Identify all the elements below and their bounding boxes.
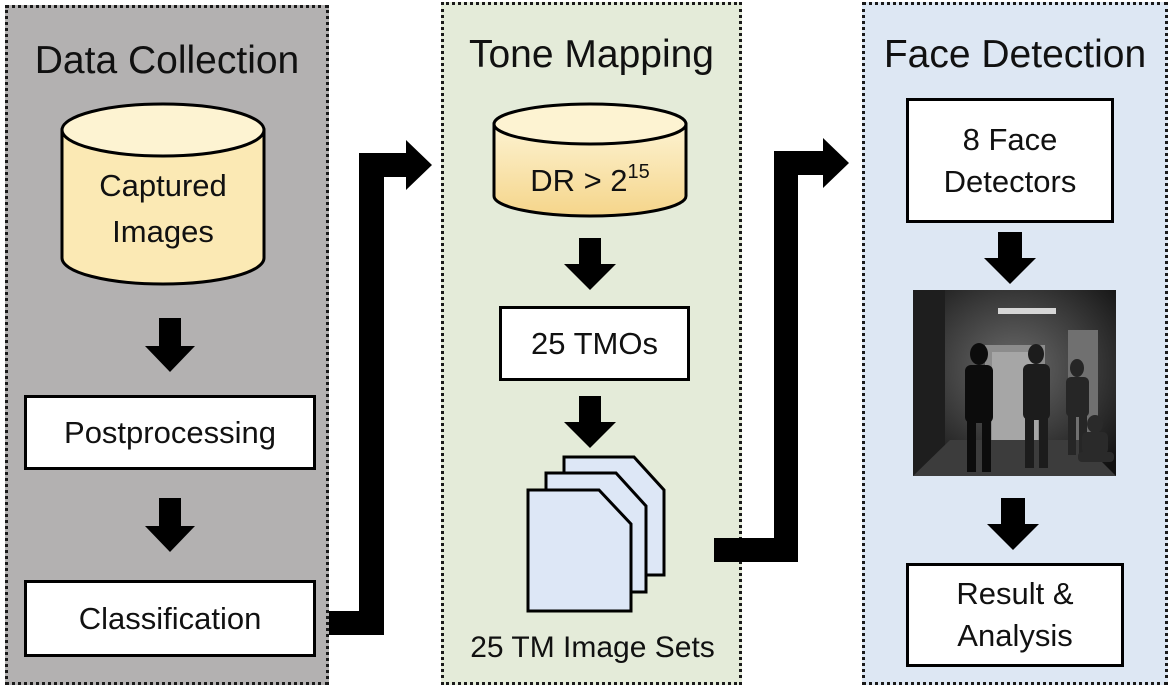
- result-analysis-box: Result & Analysis: [906, 563, 1124, 667]
- result-line2: Analysis: [957, 618, 1073, 653]
- database-label-line1: Captured: [99, 168, 227, 203]
- arrow-to-image-sets: [564, 396, 616, 448]
- dynamic-range-base: DR > 2: [530, 163, 628, 198]
- database-dynamic-range: [492, 102, 688, 218]
- classification-box: Classification: [24, 580, 316, 657]
- arrow-to-classification: [145, 498, 195, 552]
- image-sets-label: 25 TM Image Sets: [470, 631, 715, 664]
- arrow-data-to-tone-mapping: [329, 140, 432, 635]
- tmos-label: 25 TMOs: [531, 325, 658, 361]
- database-captured-images: [60, 102, 266, 286]
- dynamic-range-label: DR > 215: [494, 149, 686, 204]
- database-label-line2: Images: [112, 214, 214, 249]
- face-detectors-line1: 8 Face: [962, 121, 1058, 157]
- panel-title-face-detection: Face Detection: [883, 33, 1147, 76]
- tmos-box: 25 TMOs: [499, 306, 690, 381]
- result-line1: Result &: [956, 576, 1074, 611]
- arrow-to-photo: [984, 232, 1036, 284]
- sample-photo: [913, 290, 1116, 476]
- arrow-to-tmos: [564, 238, 616, 290]
- face-detectors-box: 8 Face Detectors: [906, 98, 1114, 223]
- panel-title-data-collection: Data Collection: [34, 39, 300, 82]
- postprocessing-label: Postprocessing: [64, 414, 276, 450]
- face-detectors-line2: Detectors: [943, 163, 1077, 199]
- connector-arrows: [329, 138, 849, 635]
- dynamic-range-exponent: 15: [627, 161, 650, 183]
- arrow-tone-mapping-to-face-detection: [714, 138, 849, 562]
- panel-title-tone-mapping: Tone Mapping: [468, 33, 714, 76]
- image-sets-stack-icon: [526, 455, 666, 613]
- down-arrows: [145, 232, 1039, 552]
- postprocessing-box: Postprocessing: [24, 395, 316, 470]
- arrow-to-postprocessing: [145, 318, 195, 372]
- arrow-to-result: [987, 498, 1039, 550]
- classification-label: Classification: [78, 600, 262, 636]
